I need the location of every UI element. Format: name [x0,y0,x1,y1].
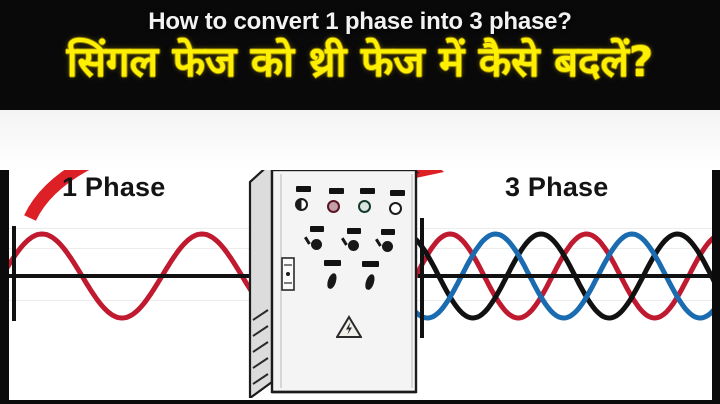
page-title-english: How to convert 1 phase into 3 phase? [148,8,572,35]
bus-line-right [418,274,712,278]
lamp-label-tag-2 [329,188,344,194]
terminal-bar-left [12,226,16,321]
selector-switch-2[interactable] [348,240,359,251]
selector-label-tag-2 [347,228,361,234]
waveform-three-phase-y [413,231,719,321]
electrical-control-panel[interactable] [248,159,420,401]
indicator-lamp-1[interactable] [295,198,308,211]
ventilation-louvers [252,309,269,385]
input-phase-label: 1 Phase [62,172,166,202]
toggle-label-tag-2 [362,261,379,267]
frame-edge-right [712,110,720,404]
indicator-lamp-2[interactable] [327,200,340,213]
panel-meter[interactable] [281,257,295,291]
illustration-area: 1 Phase 3 Phase [0,110,720,404]
toggle-label-tag-1 [324,260,341,266]
lamp-label-tag-3 [360,188,375,194]
selector-switch-1[interactable] [311,239,322,250]
electrical-hazard-warning-icon [336,315,362,338]
frame-edge-bottom [0,400,720,404]
output-phase-label: 3 Phase [505,172,609,202]
terminal-bar-right [420,218,424,338]
selector-switch-3[interactable] [382,241,393,252]
lamp-label-tag-1 [296,186,311,192]
selector-label-tag-3 [381,229,395,235]
page-title-hindi: सिंगल फेज को थ्री फेज में कैसे बदलें? [66,37,654,86]
indicator-lamp-3[interactable] [358,200,371,213]
waveform-three-phase-r [413,231,719,321]
waveform-single-phase-l1 [0,231,261,321]
bus-line-left [9,274,255,278]
selector-label-tag-1 [310,226,324,232]
indicator-lamp-4[interactable] [389,202,402,215]
waveform-canvas [0,231,719,321]
frame-edge-left [0,110,9,404]
lamp-label-tag-4 [390,190,405,196]
title-band: How to convert 1 phase into 3 phase? सिं… [0,0,720,110]
